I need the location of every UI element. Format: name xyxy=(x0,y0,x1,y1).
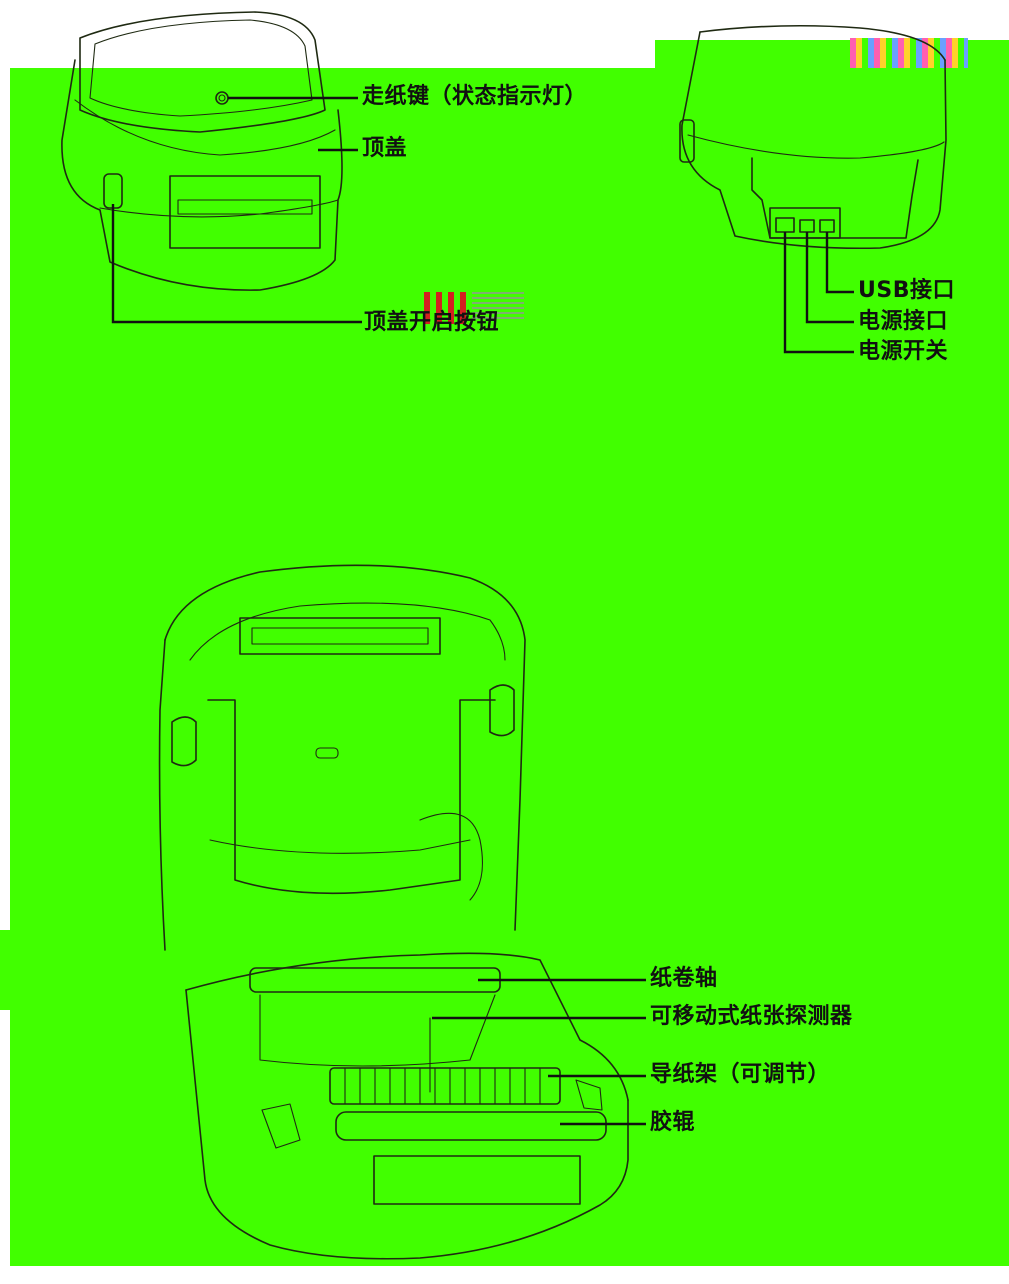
open-paper-guide-teeth xyxy=(344,1067,541,1105)
open-right-hinge xyxy=(489,684,515,737)
front-paper-exit-slot xyxy=(177,199,313,215)
open-paper-roll-shaft xyxy=(249,967,501,993)
label-cover-open-button: 顶盖开启按钮 xyxy=(364,310,500,335)
open-print-head-detail xyxy=(251,627,429,645)
power-switch-socket xyxy=(775,217,795,233)
feed-key-indicator xyxy=(215,91,229,105)
label-usb-port: USB接口 xyxy=(858,278,955,303)
label-feed-key: 走纸键（状态指示灯） xyxy=(362,84,588,109)
open-left-latch xyxy=(261,1103,301,1149)
front-top-cover-outline xyxy=(79,11,326,133)
open-lid-outline xyxy=(164,564,526,931)
green-band-low xyxy=(0,930,1009,1010)
open-print-head-bar xyxy=(239,617,441,655)
rear-port-recess xyxy=(751,157,919,239)
label-power-port: 电源接口 xyxy=(858,309,949,334)
open-left-hinge xyxy=(171,716,197,767)
label-top-cover: 顶盖 xyxy=(362,136,408,161)
rear-seam xyxy=(687,134,945,159)
usb-port-socket xyxy=(819,219,835,233)
label-power-switch: 电源开关 xyxy=(858,339,949,364)
leader-lines xyxy=(111,96,854,1126)
label-paper-roll-shaft: 纸卷轴 xyxy=(650,966,718,991)
rear-side-button xyxy=(679,119,695,163)
leader-cover-button xyxy=(111,204,362,324)
green-band-mid xyxy=(10,326,1009,1266)
front-top-cover-inner xyxy=(89,19,313,117)
open-right-spring xyxy=(419,812,483,901)
leader-power-switch xyxy=(783,232,854,354)
open-lid-left-edge xyxy=(158,639,166,951)
open-right-latch xyxy=(575,1079,603,1111)
front-body-outline xyxy=(61,59,343,291)
glitch-cover-label xyxy=(424,292,468,324)
rear-port-panel xyxy=(769,207,841,239)
open-lid-inner-edge xyxy=(189,602,506,661)
front-cover-seam xyxy=(99,199,339,218)
label-rubber-roller: 胶辊 xyxy=(650,1110,696,1135)
open-view xyxy=(158,564,629,1260)
front-top-cover-edge xyxy=(74,99,336,156)
label-paper-guide: 导纸架（可调节） xyxy=(650,1062,831,1087)
open-lid-center-slot xyxy=(315,747,339,759)
front-paper-exit xyxy=(169,175,321,249)
power-port-socket xyxy=(799,219,815,233)
leader-power-port xyxy=(805,232,854,324)
open-base-top xyxy=(185,952,629,1101)
front-view xyxy=(61,11,343,291)
glitch-cover-label-2 xyxy=(472,292,524,322)
rear-view xyxy=(679,24,947,250)
rear-body-outline xyxy=(681,31,947,250)
rear-top-outline xyxy=(699,24,946,61)
open-base-outline xyxy=(185,989,629,1260)
glitch-top-right xyxy=(850,38,968,68)
front-side-button xyxy=(103,173,123,209)
open-paper-guide xyxy=(329,1067,561,1105)
open-lid-inner-recess xyxy=(209,839,471,854)
open-front-window xyxy=(373,1155,581,1205)
feed-key-indicator-inner xyxy=(218,94,226,102)
open-paper-bay xyxy=(259,994,496,1067)
open-lid-inner-panel xyxy=(207,699,496,895)
label-movable-paper-sensor: 可移动式纸张探测器 xyxy=(650,1004,853,1029)
open-rubber-roller xyxy=(335,1111,607,1141)
leader-usb-port xyxy=(825,232,854,294)
